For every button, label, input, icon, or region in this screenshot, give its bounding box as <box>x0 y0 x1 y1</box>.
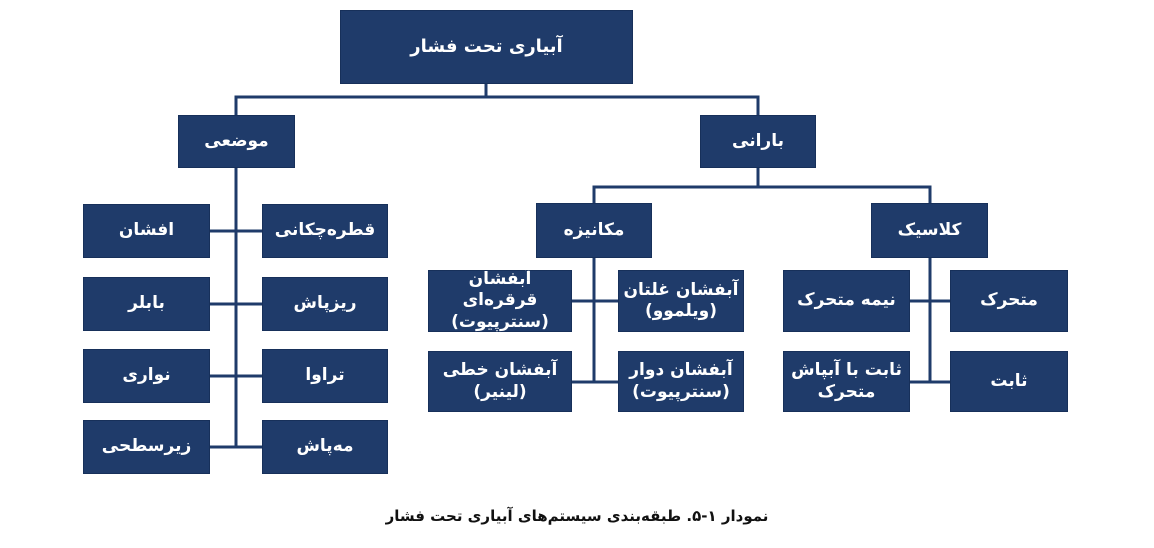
mozei-left-item: زیرسطحی <box>83 420 210 474</box>
mozei-left-item: نواری <box>83 349 210 403</box>
mozei-right-item: مه‌پاش <box>262 420 388 474</box>
node-barani: بارانی <box>700 115 816 168</box>
figure-caption: نمودار ۱-۵. طبقه‌بندی سیستم‌های آبیاری ت… <box>385 507 769 525</box>
mozei-right-item: قطره‌چکانی <box>262 204 388 258</box>
node-mozei: موضعی <box>178 115 295 168</box>
mozei-right-item: تراوا <box>262 349 388 403</box>
root-label: آبیاری تحت فشار <box>410 35 563 57</box>
classic-item: ثابت <box>950 351 1068 412</box>
mechanized-item: آبفشان خطی (لینیر) <box>428 351 572 412</box>
node-classic: کلاسیک <box>871 203 988 258</box>
node-barani-label: بارانی <box>732 130 784 151</box>
mechanized-item: آبفشان قرقره‌ای (سنترپیوت) <box>428 269 572 332</box>
node-mozei-label: موضعی <box>204 130 269 151</box>
mozei-left-item: افشان <box>83 204 210 258</box>
root-node: آبیاری تحت فشار <box>340 10 633 84</box>
mechanized-item: آبفشان دوار (سنترپیوت) <box>618 351 744 412</box>
node-mechanized: مکانیزه <box>536 203 652 258</box>
classic-item: ثابت با آبپاش متحرک <box>783 351 910 412</box>
mechanized-item: آبفشان غلتان (ویلموو) <box>618 270 744 332</box>
mozei-left-item: بابلر <box>83 277 210 331</box>
classic-item: متحرک <box>950 270 1068 332</box>
classic-item: نیمه متحرک <box>783 270 910 332</box>
mozei-right-item: ریزپاش <box>262 277 388 331</box>
